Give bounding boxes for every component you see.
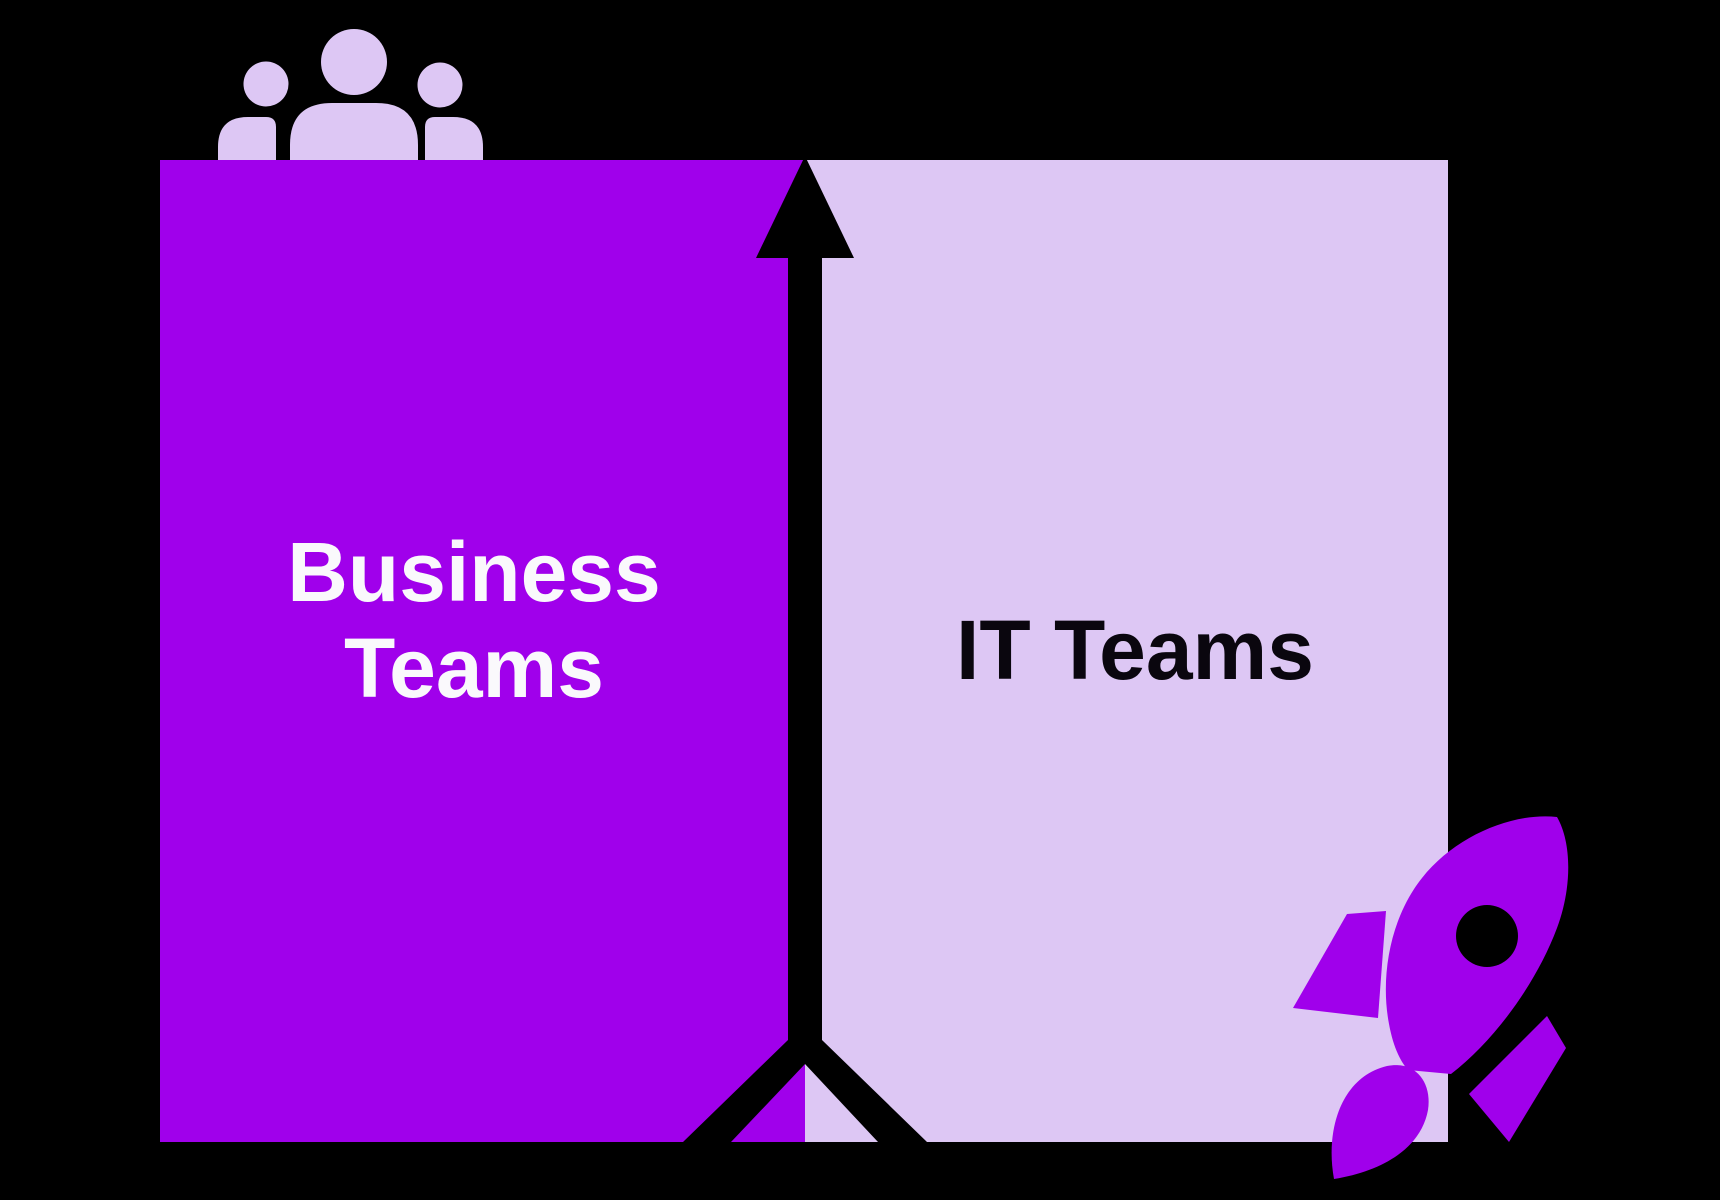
it-panel-label: IT Teams xyxy=(956,603,1314,697)
rocket-icon xyxy=(1293,816,1569,1179)
team-icon-center-body xyxy=(290,103,418,164)
up-arrow-tail-fork xyxy=(683,1028,927,1142)
team-icon xyxy=(218,29,483,164)
team-icon-right-head xyxy=(417,62,463,108)
business-panel-label: Business Teams xyxy=(287,525,661,715)
up-arrow-head xyxy=(756,156,854,258)
team-icon-right-body xyxy=(425,117,483,164)
up-arrow-shaft xyxy=(788,250,822,1040)
up-arrow xyxy=(683,156,927,1142)
rocket-flame xyxy=(1331,1065,1429,1179)
business-panel xyxy=(160,160,805,1142)
team-icon-left-head xyxy=(243,61,289,107)
rocket-window xyxy=(1456,905,1518,967)
rocket-left-fin xyxy=(1293,911,1386,1018)
rocket-right-fin xyxy=(1469,1016,1566,1142)
team-icon-left-body xyxy=(218,117,276,164)
team-icon-center-head xyxy=(321,29,387,95)
